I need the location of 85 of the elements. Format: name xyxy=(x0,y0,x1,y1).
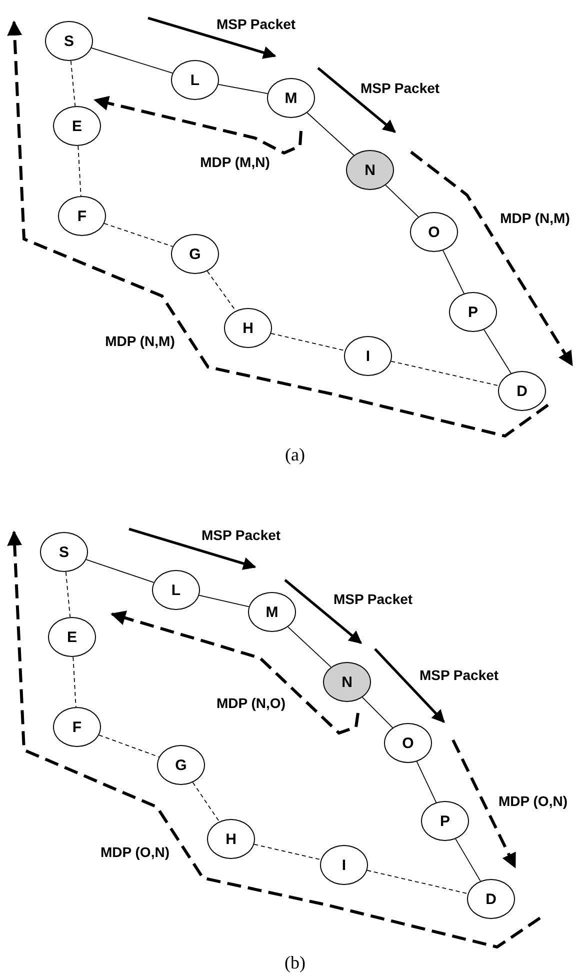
link-line xyxy=(218,84,268,94)
link-line xyxy=(362,696,394,728)
node-label: E xyxy=(72,118,82,134)
node-label: I xyxy=(342,856,346,874)
node-label: M xyxy=(266,604,278,620)
node-ellipse xyxy=(171,60,219,100)
node-label: P xyxy=(468,304,478,320)
node-label: F xyxy=(72,718,82,736)
node-label: M xyxy=(284,90,298,106)
node-label: D xyxy=(486,890,496,908)
arrow-label: MDP (O,N) xyxy=(498,793,568,809)
node-label: D xyxy=(516,382,528,400)
node-ellipse xyxy=(48,617,96,657)
node-ellipse xyxy=(421,801,469,841)
link-line xyxy=(198,594,250,608)
node-ellipse xyxy=(346,150,394,190)
node-label: N xyxy=(364,162,376,178)
node-label: G xyxy=(175,756,187,774)
link-line xyxy=(86,559,154,583)
dashed-link xyxy=(98,734,160,758)
link-line xyxy=(484,329,512,374)
node-ellipse xyxy=(40,532,88,572)
node-label: L xyxy=(190,72,200,88)
node-label: S xyxy=(64,32,74,50)
node-ellipse xyxy=(224,308,272,348)
node-ellipse xyxy=(45,21,93,61)
node-ellipse xyxy=(498,371,546,411)
dashed-link xyxy=(104,223,174,247)
node-ellipse xyxy=(152,570,200,610)
panel-caption: (b) xyxy=(284,952,306,974)
node-label: G xyxy=(189,246,201,262)
arrow-label: MDP (M,N) xyxy=(200,154,270,170)
dashed-link xyxy=(70,60,76,106)
arrow-label: MSP Packet xyxy=(201,527,281,543)
dashed-link xyxy=(270,332,346,352)
dashed-link xyxy=(65,572,71,618)
node-label: H xyxy=(242,320,254,336)
node-ellipse xyxy=(344,336,392,376)
node-ellipse xyxy=(207,819,255,859)
node-ellipse xyxy=(384,723,432,763)
node-ellipse xyxy=(467,879,515,919)
dashed-link xyxy=(78,146,82,196)
node-ellipse xyxy=(449,292,497,332)
arrow-label: MSP Packet xyxy=(360,80,440,96)
link-line xyxy=(442,250,464,294)
link-line xyxy=(385,184,419,218)
node-label: S xyxy=(58,544,69,560)
node-ellipse xyxy=(53,106,101,146)
node-label: F xyxy=(77,208,87,224)
node-ellipse xyxy=(248,592,296,632)
node-ellipse xyxy=(53,707,101,747)
dashed-link xyxy=(206,270,236,312)
node-label: O xyxy=(428,224,440,240)
link-line xyxy=(416,761,437,803)
arrow-label: MSP Packet xyxy=(333,591,413,607)
node-ellipse xyxy=(58,196,106,236)
link-line xyxy=(91,48,173,74)
link-line xyxy=(306,112,354,156)
node-label: E xyxy=(66,628,77,646)
dashed-link xyxy=(254,844,322,860)
link-line xyxy=(288,626,332,668)
node-ellipse xyxy=(410,212,458,252)
node-ellipse xyxy=(267,78,315,118)
node-label: O xyxy=(402,734,414,752)
node-label: I xyxy=(366,348,370,364)
link-line xyxy=(455,838,481,882)
node-label: N xyxy=(342,674,352,690)
arrow-label: MDP (N,O) xyxy=(216,695,286,711)
arrow-label: MDP (N,M) xyxy=(105,333,175,349)
dashed-link xyxy=(366,870,468,894)
arrow-label: MDP (O,N) xyxy=(100,844,170,860)
arrow-label: MSP Packet xyxy=(419,667,499,683)
dashed-link xyxy=(72,656,76,708)
node-ellipse xyxy=(323,662,371,702)
node-label: P xyxy=(440,812,450,830)
node-label: H xyxy=(226,830,236,848)
dashed-link xyxy=(390,360,500,386)
node-ellipse xyxy=(171,234,219,274)
dashed-link xyxy=(192,782,220,822)
arrow-label: MDP (N,M) xyxy=(500,210,570,226)
arrow-label: MSP Packet xyxy=(216,16,296,32)
panel-caption: (a) xyxy=(285,444,305,466)
node-label: L xyxy=(171,582,181,598)
node-ellipse xyxy=(320,845,368,885)
node-ellipse xyxy=(157,745,205,785)
